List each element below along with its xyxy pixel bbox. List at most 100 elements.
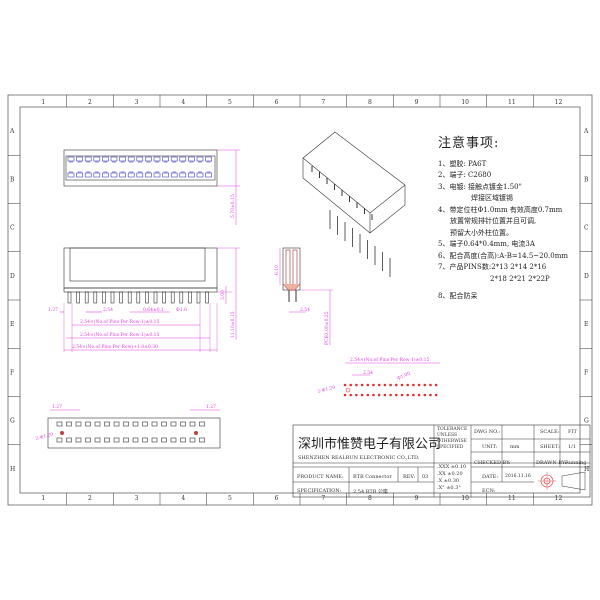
pin — [196, 291, 201, 304]
row-label: E — [10, 321, 14, 328]
column-label: 2 — [88, 495, 92, 502]
column-label: 12 — [555, 99, 563, 106]
front-view-inner — [69, 247, 206, 282]
note-item: 8、配合防呆 — [438, 292, 478, 300]
dim-fp-hole: Φ1.00 — [396, 371, 411, 382]
footprint-hole — [366, 383, 370, 387]
pin-pad — [84, 156, 92, 162]
pin — [110, 291, 115, 304]
pad-bottom — [123, 437, 129, 443]
pin-pad — [127, 172, 135, 178]
column-label: 11 — [508, 495, 516, 502]
pad-bottom — [180, 437, 186, 443]
footprint-hole — [372, 383, 375, 387]
footprint-hole — [395, 383, 398, 387]
side-housing-base — [282, 283, 301, 291]
pad-top — [123, 421, 129, 427]
footprint-hole — [395, 393, 398, 397]
front-view-base — [63, 287, 218, 293]
pad-bottom — [132, 437, 139, 443]
footprint-hole — [434, 393, 438, 397]
spec-value: 2.54 BTB 公座 — [353, 489, 388, 495]
pad-bottom — [151, 437, 158, 443]
footprint-hole — [355, 393, 358, 397]
pin-pad — [110, 172, 118, 178]
dim-post: Φ1.0 — [176, 307, 187, 313]
column-label: 9 — [415, 99, 419, 106]
notes-title: 注意事项: — [438, 136, 500, 151]
scale-value: FIT — [568, 429, 577, 435]
footprint-hole — [423, 393, 427, 397]
pin-pad — [179, 156, 187, 162]
tolerance-note: TOLERANCE UNLESS OTHERWISE SPECIFIED — [437, 427, 468, 450]
spec-label: SPECIFICATION: — [297, 488, 342, 494]
note-item: 5、端子0.64*0.4mm, 电流3A — [438, 240, 535, 248]
pin-pad — [196, 156, 204, 162]
column-label: 6 — [275, 99, 279, 106]
column-label: 10 — [461, 99, 469, 106]
pin-pad — [179, 172, 187, 178]
note-item: 预留大小外柱位置。 — [450, 228, 513, 237]
pin — [119, 291, 123, 304]
pin-pad — [162, 172, 169, 178]
side-contact — [292, 249, 298, 287]
pad-bottom — [161, 437, 167, 443]
pin-pad — [188, 172, 195, 178]
checked-label: CHECKED BY: — [474, 460, 511, 466]
date-label: DATE: — [482, 474, 499, 480]
dim-fp-pitch: 2.54 — [363, 370, 373, 376]
bottom-post — [194, 431, 198, 435]
footprint-hole — [412, 383, 415, 387]
footprint-post — [345, 387, 351, 393]
column-label: 5 — [228, 99, 232, 106]
dim-side-pitch: 2.54 — [300, 307, 310, 313]
pin-pad — [102, 156, 109, 162]
sheet-value: 1/1 — [568, 444, 577, 450]
pin — [188, 291, 192, 304]
footprint-hole — [343, 393, 347, 397]
footprint-hole — [377, 383, 381, 387]
footprint-hole — [434, 383, 438, 387]
pin-pad — [93, 172, 101, 178]
unit-label: UNIT: — [482, 444, 498, 450]
footprint-hole — [349, 393, 353, 397]
row-label: H — [10, 466, 15, 473]
iso-sides — [302, 158, 406, 234]
row-label: F — [584, 369, 588, 376]
dim-pin-size: 0.64±0.1 — [143, 307, 164, 313]
pad-bottom — [142, 437, 148, 443]
pin — [153, 291, 158, 304]
row-label: D — [584, 273, 589, 280]
ecn-label: ECN: — [482, 488, 496, 494]
pin — [179, 291, 184, 304]
column-label: 7 — [321, 495, 325, 502]
pin-pad — [145, 172, 152, 178]
column-label: 9 — [415, 495, 419, 502]
pad-bottom — [94, 437, 101, 443]
column-label: 4 — [181, 99, 185, 106]
tol-1: .XXX ±0.10 — [437, 464, 467, 470]
product-value: BTB Connector — [353, 474, 392, 480]
pad-top — [85, 421, 91, 427]
note-item: 3、电镀: 接触点镀金1.50" — [438, 182, 522, 191]
pad-bottom — [199, 437, 205, 443]
projection-symbol — [561, 471, 586, 491]
pin — [162, 291, 166, 304]
column-label: 3 — [135, 99, 139, 106]
dim-pcb: PCB3.00±0.25 — [324, 311, 330, 345]
pin — [84, 291, 89, 304]
side-contact — [285, 249, 291, 287]
pin-pad — [67, 172, 75, 178]
rev-value: 03 — [422, 474, 429, 480]
note-item: 7、产品PINS数:2*13 2*14 2*16 — [438, 263, 547, 271]
column-label: 11 — [508, 99, 516, 106]
footprint-hole — [360, 383, 364, 387]
row-label: H — [584, 466, 589, 473]
pin-pad — [119, 156, 126, 162]
pin-pad — [162, 156, 169, 162]
pin-pad — [136, 172, 144, 178]
pin-pad — [170, 172, 178, 178]
footprint-hole — [400, 383, 404, 387]
dim-row-a: 2.54×(No.of Pins Per Row-1)±0.15 — [80, 318, 160, 325]
